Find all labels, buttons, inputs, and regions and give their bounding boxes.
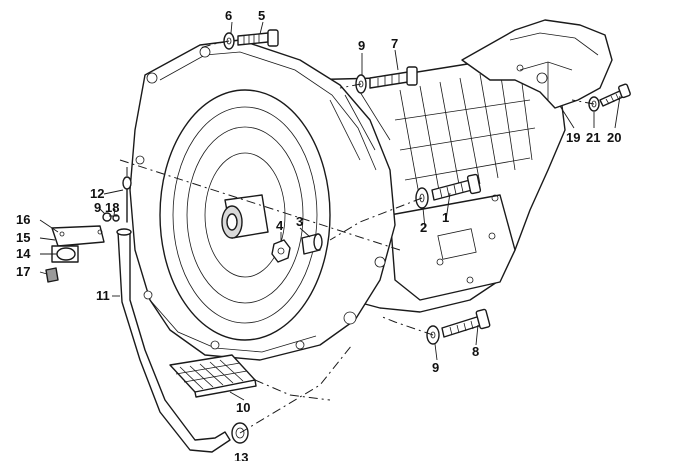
- callout-5: 5: [258, 8, 265, 23]
- callout-16: 16: [16, 212, 30, 227]
- callout-4: 4: [276, 218, 284, 233]
- callout-14: 14: [16, 246, 31, 261]
- callout-6: 6: [225, 8, 232, 23]
- transmission-case: [119, 19, 613, 361]
- bolt-5: [237, 29, 279, 47]
- nut-4: [271, 239, 291, 263]
- sleeve-3: [301, 233, 323, 255]
- callout-7: 7: [391, 36, 398, 51]
- bolt-7: [369, 66, 418, 89]
- leader-lines: [39, 21, 621, 401]
- callout-13: 13: [234, 450, 248, 461]
- bolt-8: [441, 308, 491, 338]
- callout-12: 12: [90, 186, 104, 201]
- callout-9-top: 9: [358, 38, 365, 53]
- assembly-lines: [108, 40, 595, 434]
- callout-11: 11: [96, 288, 110, 303]
- dipstick-tube-11: [116, 228, 231, 453]
- callout-9-bottom: 9: [432, 360, 439, 375]
- oil-filter-10: [169, 354, 257, 398]
- callout-19: 19: [566, 130, 580, 145]
- callout-3: 3: [296, 214, 303, 229]
- dipstick-12: [122, 176, 132, 223]
- bracket-assembly: [45, 212, 120, 283]
- callout-labels: 6 5 9 7 1 2 3 4 8 9 10 11 12 13 16 15 14…: [16, 8, 621, 461]
- callout-9-bracket: 9: [94, 200, 101, 215]
- callout-1: 1: [442, 210, 449, 225]
- bolt-1: [431, 173, 482, 201]
- callout-8: 8: [472, 344, 479, 359]
- callout-17: 17: [16, 264, 30, 279]
- callout-10: 10: [236, 400, 250, 415]
- callout-2: 2: [420, 220, 427, 235]
- callout-15: 15: [16, 230, 30, 245]
- callout-21: 21: [586, 130, 600, 145]
- bolt-20: [599, 83, 631, 107]
- callout-20: 20: [607, 130, 621, 145]
- callout-18: 18: [105, 200, 119, 215]
